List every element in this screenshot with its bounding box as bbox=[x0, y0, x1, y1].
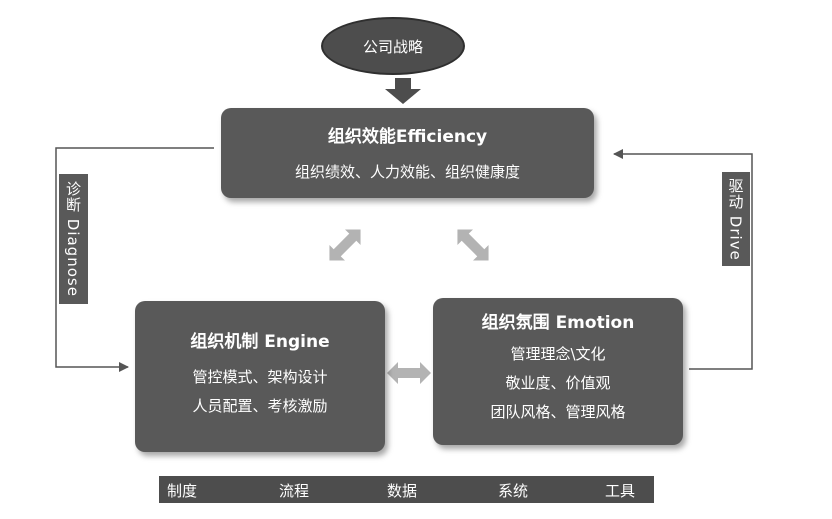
engine-line: 人员配置、考核激励 bbox=[192, 397, 328, 415]
diagnose-connector bbox=[55, 147, 214, 372]
strategy-down-arrow bbox=[385, 78, 421, 104]
efficiency-title: 组织效能Efficiency bbox=[327, 127, 488, 147]
emotion-box: 组织氛围 Emotion 管理理念\文化 敬业度、价值观 团队风格、管理风格 bbox=[433, 298, 683, 445]
efficiency-emotion-double-arrow bbox=[457, 229, 489, 261]
emotion-title: 组织氛围 Emotion bbox=[481, 313, 635, 333]
company-strategy-node: 公司战略 bbox=[321, 17, 465, 75]
efficiency-subtitle: 组织绩效、人力效能、组织健康度 bbox=[294, 163, 520, 181]
engine-title: 组织机制 Engine bbox=[190, 332, 330, 352]
drive-label-text: 驱动 Drive bbox=[726, 177, 745, 261]
emotion-line: 团队风格、管理风格 bbox=[490, 403, 626, 421]
engine-line: 管控模式、架构设计 bbox=[192, 368, 328, 386]
foundation-bar: 制度 流程 数据 系统 工具 bbox=[159, 476, 654, 503]
foundation-item-process: 流程 bbox=[279, 482, 310, 500]
efficiency-box: 组织效能Efficiency 组织绩效、人力效能、组织健康度 bbox=[221, 108, 594, 198]
company-strategy-label: 公司战略 bbox=[362, 37, 423, 56]
foundation-item-tools: 工具 bbox=[605, 482, 636, 500]
diagnose-label-text: 诊断 Diagnose bbox=[64, 181, 82, 297]
efficiency-engine-double-arrow bbox=[329, 229, 361, 261]
foundation-item-data: 数据 bbox=[387, 482, 418, 500]
emotion-line: 敬业度、价值观 bbox=[505, 374, 611, 392]
diagnose-label: 诊断 Diagnose bbox=[59, 174, 88, 304]
drive-connector bbox=[613, 149, 753, 370]
foundation-item-systems: 系统 bbox=[498, 482, 529, 500]
emotion-line: 管理理念\文化 bbox=[510, 345, 606, 363]
engine-emotion-double-arrow bbox=[387, 362, 431, 384]
foundation-item-system-rules: 制度 bbox=[167, 482, 198, 500]
drive-label: 驱动 Drive bbox=[722, 172, 750, 266]
engine-box: 组织机制 Engine 管控模式、架构设计 人员配置、考核激励 bbox=[135, 301, 385, 452]
